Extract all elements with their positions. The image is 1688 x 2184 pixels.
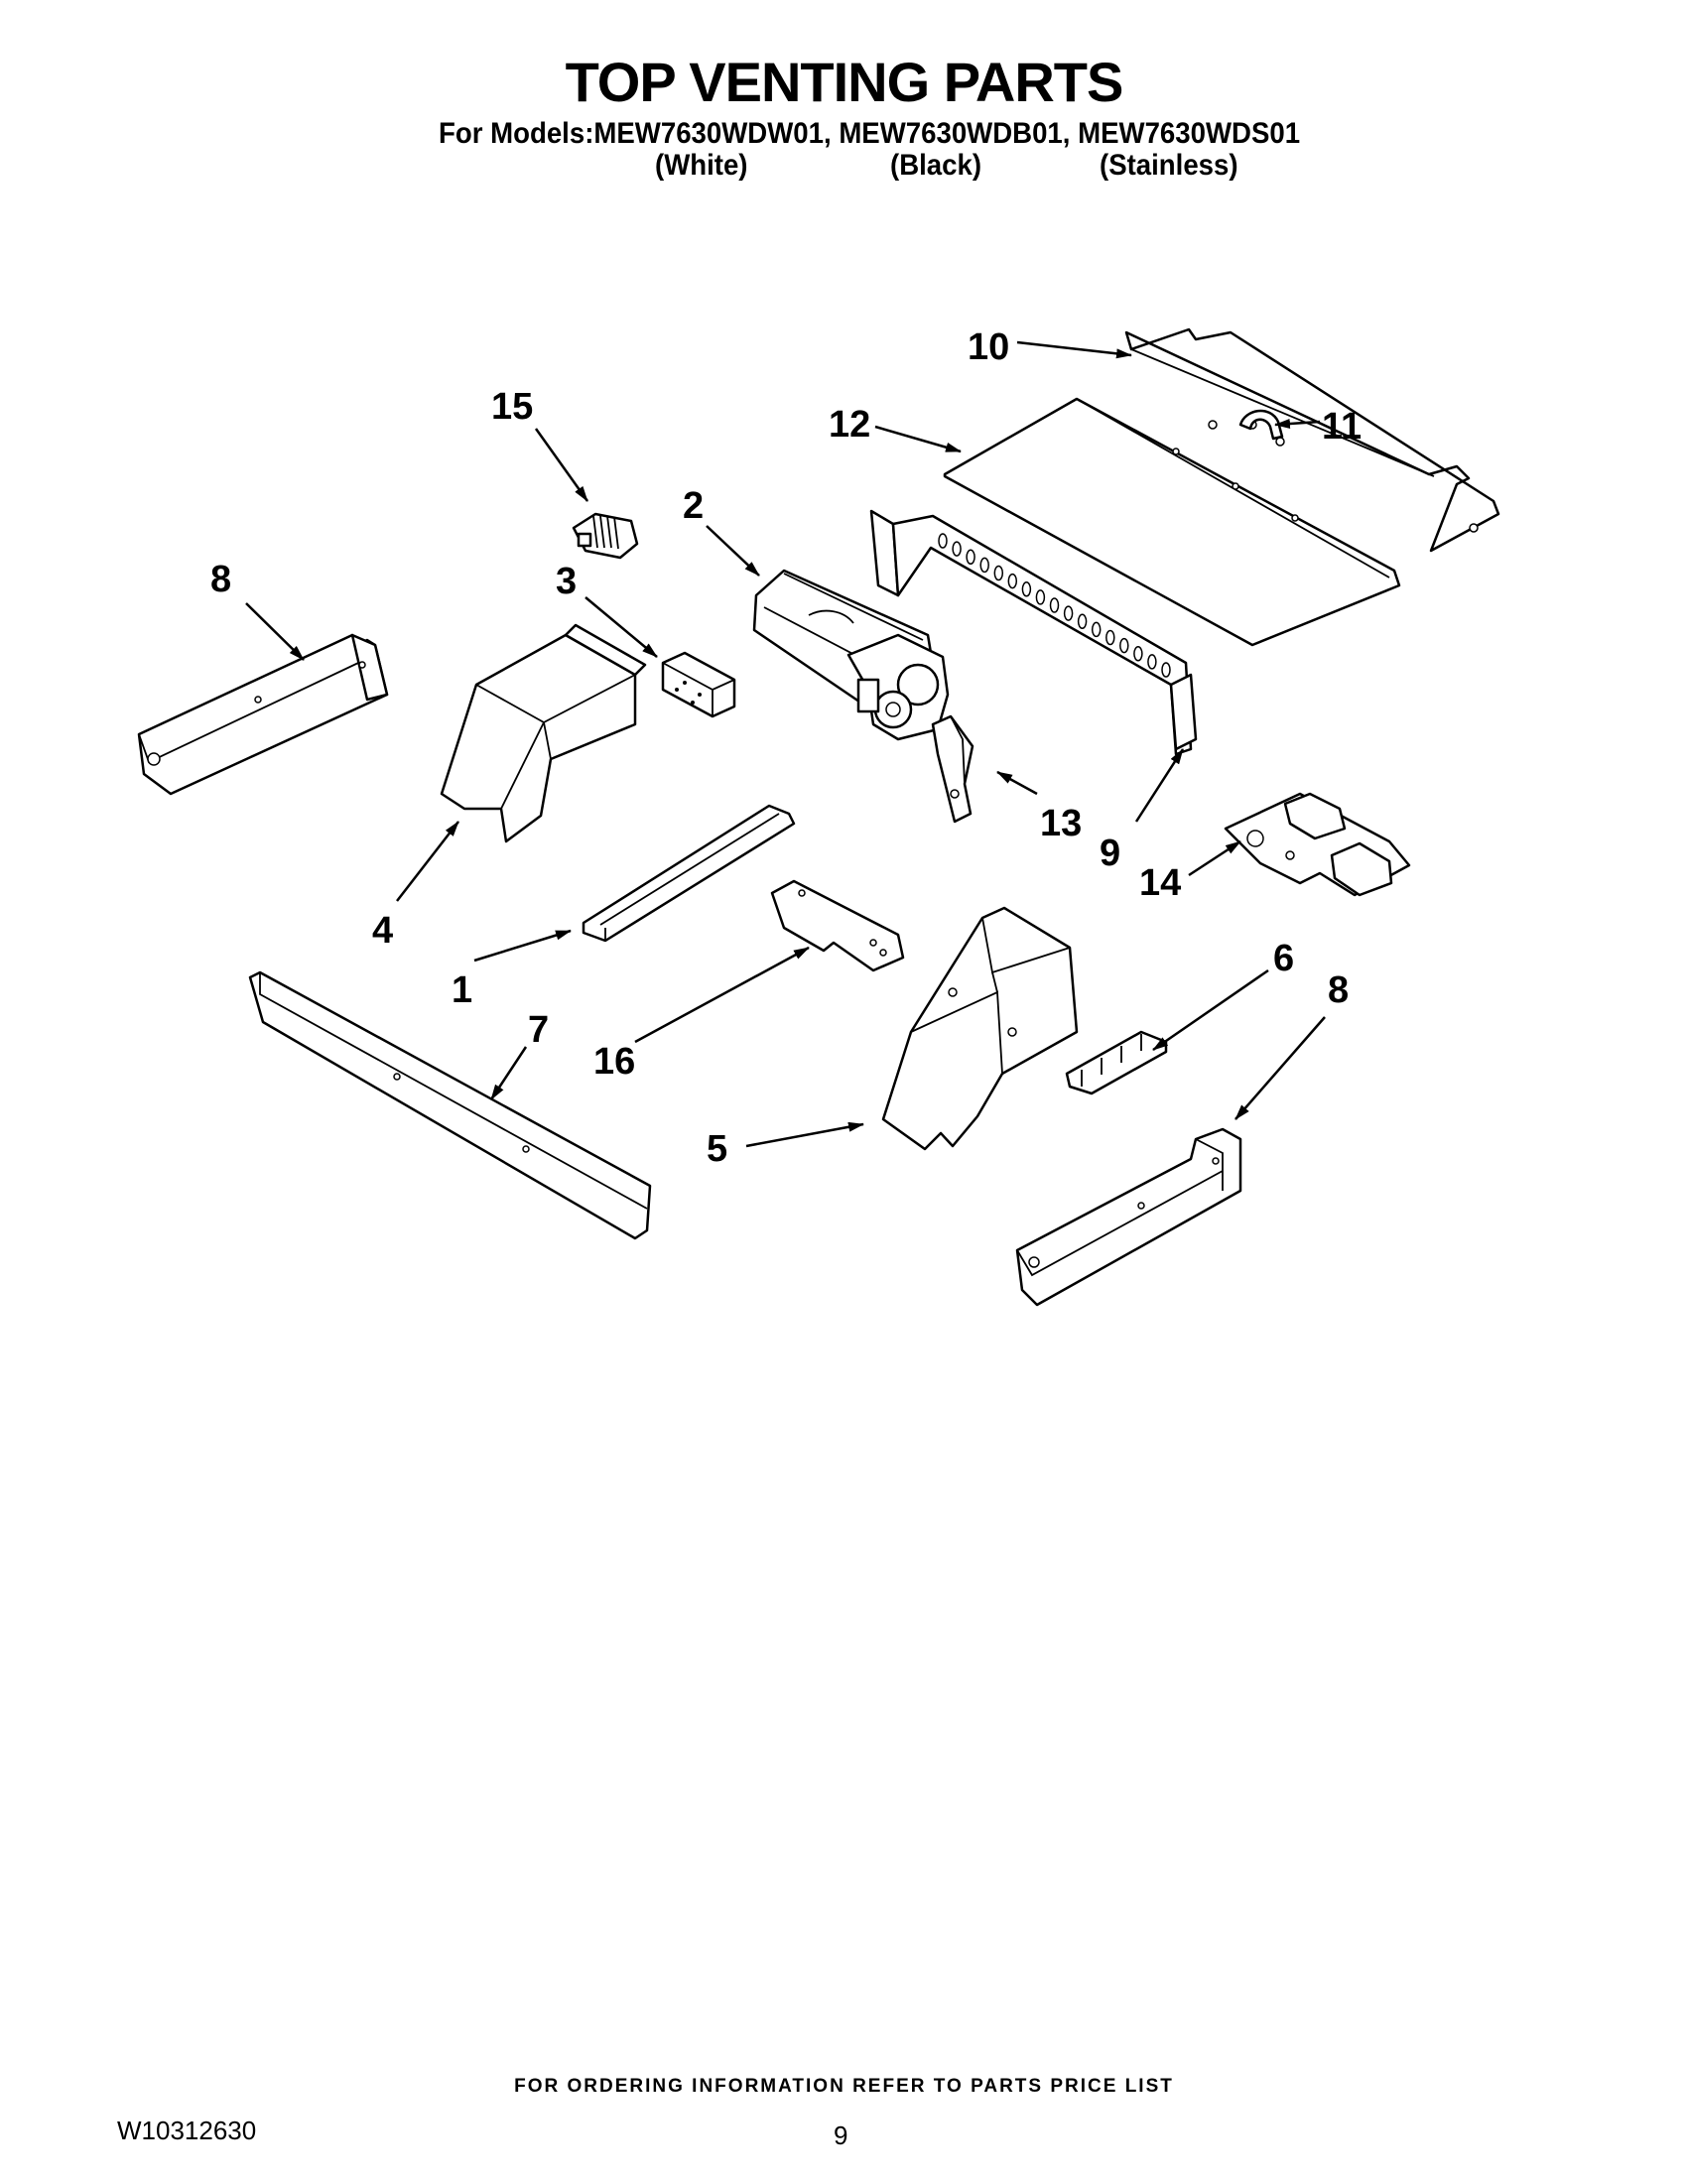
part-4-duct xyxy=(440,623,647,843)
channel-hole xyxy=(966,549,975,566)
callout-13: 13 xyxy=(1040,803,1082,844)
callout-1: 1 xyxy=(452,969,472,1011)
callout-3: 3 xyxy=(556,561,577,602)
page-title: TOP VENTING PARTS xyxy=(565,51,1124,113)
part-2-damper-motor xyxy=(752,569,950,741)
page-number: 9 xyxy=(834,2120,848,2150)
part-1-channel xyxy=(582,804,796,943)
callout-2: 2 xyxy=(683,485,704,527)
callout-14: 14 xyxy=(1139,862,1181,904)
part-8-right-bracket xyxy=(1015,1127,1242,1307)
models-line: For Models:MEW7630WDW01, MEW7630WDB01, M… xyxy=(439,117,1301,150)
part-11-clip xyxy=(1238,409,1284,441)
part-3-insulation-block xyxy=(661,651,736,718)
callout-16: 16 xyxy=(593,1041,635,1083)
channel-hole xyxy=(1021,581,1032,597)
callout-11: 11 xyxy=(1322,406,1362,448)
part-9-vent-channel xyxy=(869,509,1198,756)
channel-hole xyxy=(1119,637,1129,654)
channel-hole xyxy=(1161,662,1171,678)
part-12-deflector xyxy=(943,397,1401,647)
channel-hole xyxy=(1077,613,1088,630)
channel-hole xyxy=(1133,646,1143,662)
part-8-left-bracket xyxy=(137,633,389,796)
document-number: W10312630 xyxy=(117,2116,257,2145)
color-label-white: (White) xyxy=(655,149,748,182)
color-label-black: (Black) xyxy=(890,149,982,182)
channel-hole xyxy=(1105,629,1115,646)
channel-hole xyxy=(1049,597,1060,613)
channel-hole xyxy=(993,565,1004,581)
callout-12: 12 xyxy=(829,404,870,446)
part-15-terminal-block xyxy=(572,512,639,560)
part-6-wire-guide xyxy=(1065,1030,1168,1095)
channel-hole xyxy=(1063,605,1074,621)
callout-10: 10 xyxy=(968,326,1009,368)
callout-6: 6 xyxy=(1273,938,1294,979)
part-14-sensor xyxy=(1224,792,1411,897)
part-5-duct-bracket xyxy=(881,906,1079,1151)
callout-8-left: 8 xyxy=(210,559,231,600)
color-label-stainless: (Stainless) xyxy=(1100,149,1238,182)
callout-8-right: 8 xyxy=(1328,969,1349,1011)
channel-hole xyxy=(952,541,962,557)
ordering-note: FOR ORDERING INFORMATION REFER TO PARTS … xyxy=(514,2076,1174,2097)
channel-perforations xyxy=(938,533,1171,678)
leader-lines xyxy=(245,340,1326,1148)
part-16-plate xyxy=(770,879,905,972)
callout-4: 4 xyxy=(372,910,393,952)
callout-9: 9 xyxy=(1100,833,1120,874)
channel-hole xyxy=(979,557,989,574)
callout-15: 15 xyxy=(491,386,533,428)
channel-hole xyxy=(1091,621,1102,638)
callout-7: 7 xyxy=(528,1009,549,1051)
channel-hole xyxy=(938,533,948,549)
channel-hole xyxy=(1147,654,1157,670)
part-13-bracket xyxy=(931,714,974,824)
callout-5: 5 xyxy=(707,1128,727,1170)
channel-hole xyxy=(1007,573,1018,589)
channel-hole xyxy=(1035,589,1046,605)
part-7-rail xyxy=(248,970,652,1240)
